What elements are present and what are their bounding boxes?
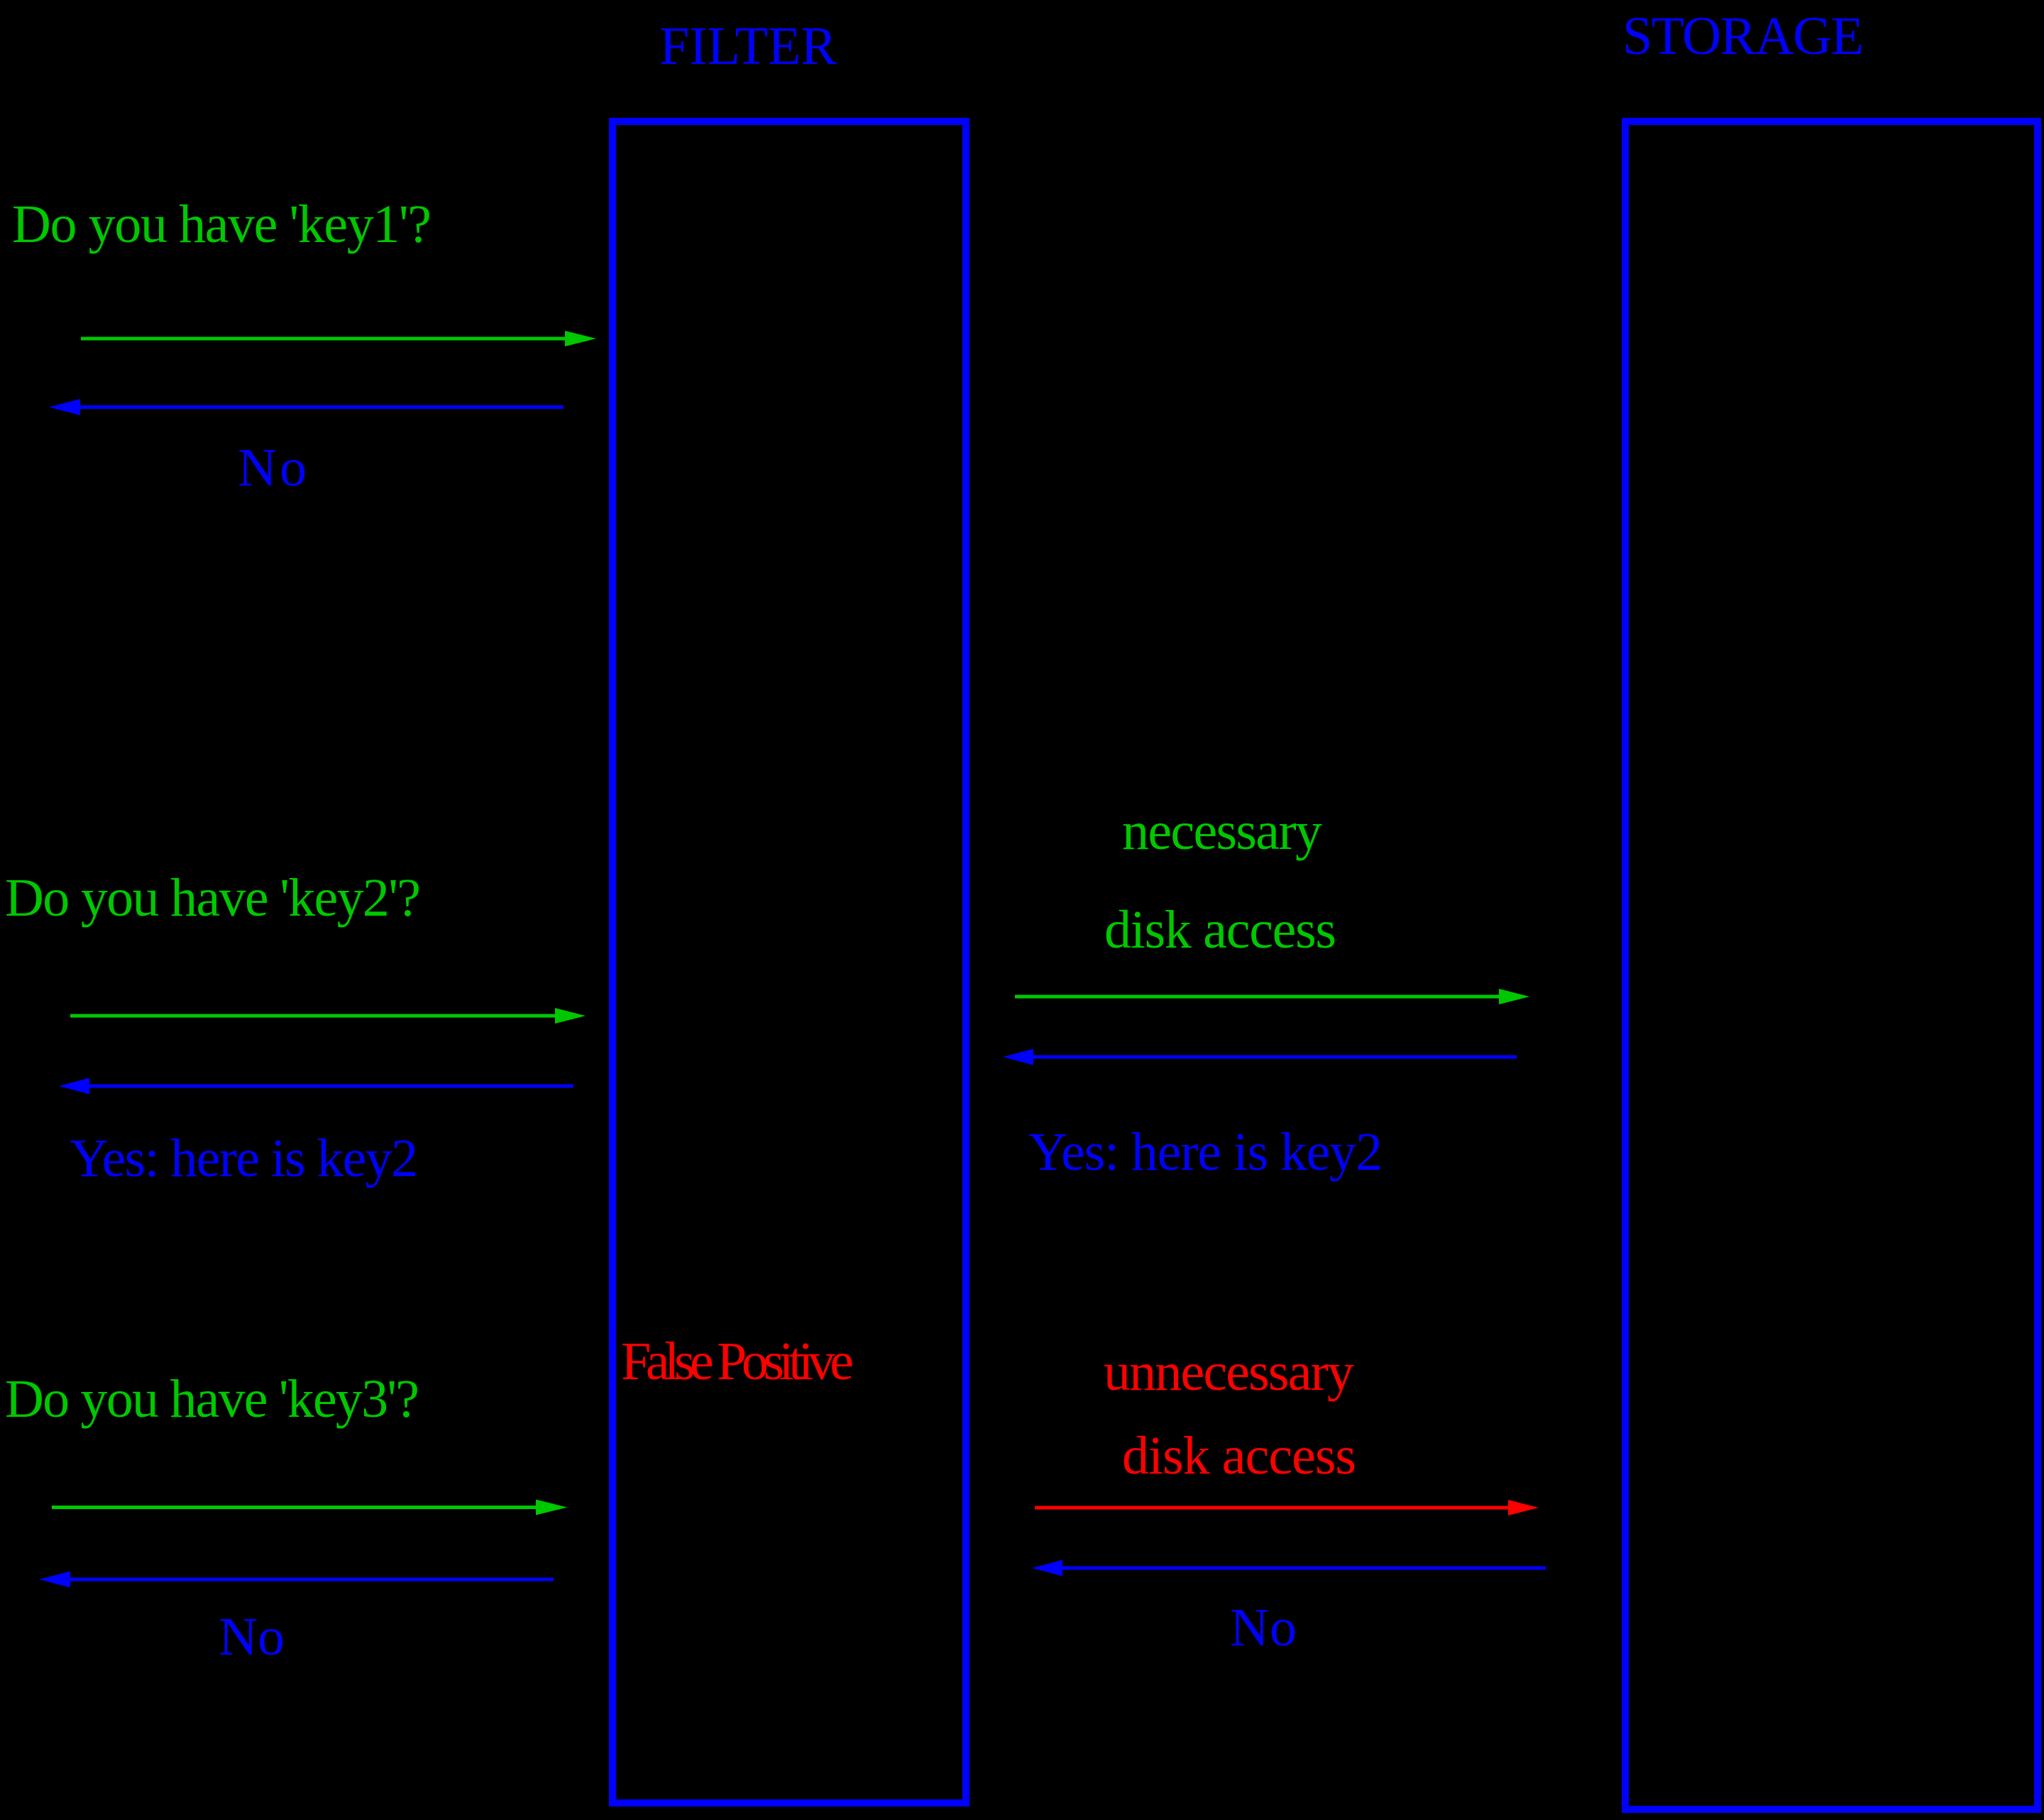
svg-text:necessary: necessary (1122, 801, 1322, 861)
svg-text:Do you have 'key1'?: Do you have 'key1'? (12, 194, 432, 254)
svg-text:No: No (238, 438, 307, 498)
svg-text:disk access: disk access (1122, 1426, 1356, 1486)
svg-text:Yes: here is key2: Yes: here is key2 (70, 1129, 418, 1188)
svg-text:Do you have 'key3'?: Do you have 'key3'? (5, 1369, 419, 1429)
svg-text:Do you have 'key2'?: Do you have 'key2'? (5, 868, 421, 928)
svg-text:No: No (219, 1607, 285, 1667)
svg-text:No: No (1230, 1598, 1297, 1657)
svg-text:unnecessary: unnecessary (1104, 1342, 1354, 1402)
svg-text:FILTER: FILTER (659, 16, 837, 76)
svg-text:disk access: disk access (1104, 900, 1336, 960)
svg-text:Yes: here is key2: Yes: here is key2 (1028, 1122, 1383, 1182)
svg-text:False Positive: False Positive (621, 1332, 854, 1391)
svg-text:STORAGE: STORAGE (1622, 6, 1864, 66)
